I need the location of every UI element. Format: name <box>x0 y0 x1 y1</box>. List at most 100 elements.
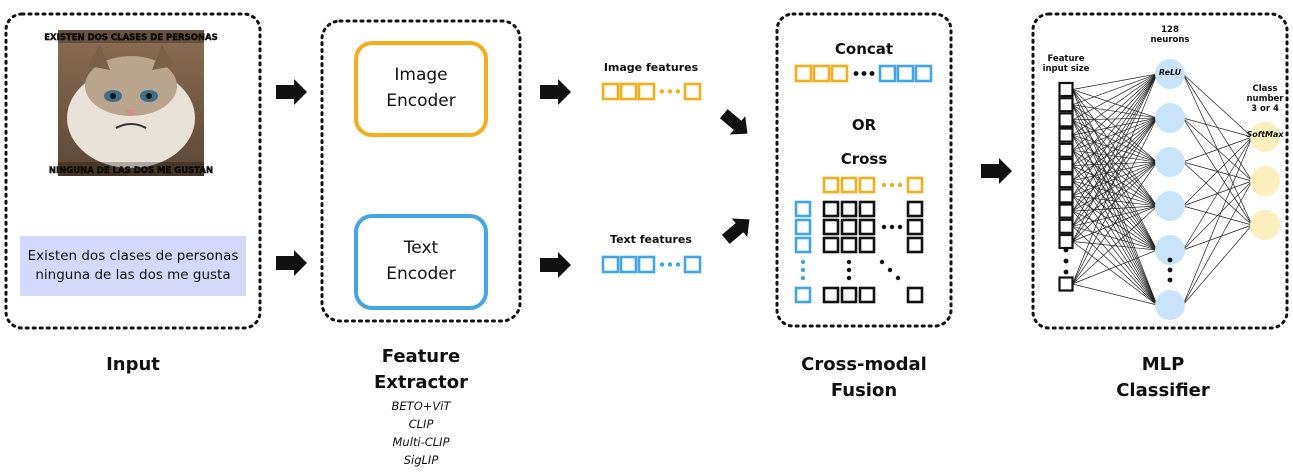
connection-line <box>1072 104 1158 306</box>
ellipsis-dot <box>846 267 852 273</box>
image-encoder: Image Encoder <box>354 41 488 137</box>
connection-line <box>1072 119 1158 251</box>
vector-cell <box>830 64 849 83</box>
mlp-label-line2: Classifier <box>1116 380 1210 401</box>
mlp-network <box>1058 59 1280 320</box>
input-text-box: Existen dos clases de personas ninguna d… <box>20 236 246 296</box>
connection-line <box>1182 180 1253 306</box>
connection-line <box>1072 161 1158 227</box>
matrix-cell <box>840 200 858 218</box>
vector-cell <box>637 255 656 274</box>
fusion-label-line2: Fusion <box>831 380 897 401</box>
input-text-background <box>20 236 246 296</box>
connection-line <box>1072 161 1158 285</box>
input-neuron <box>1058 142 1074 158</box>
matrix-cell <box>858 286 876 304</box>
output-label-line1: Class <box>1252 84 1277 94</box>
hidden-label-line1: 128 <box>1161 25 1179 35</box>
fusion-panel <box>775 12 953 328</box>
vector-cell <box>601 255 620 274</box>
connection-line <box>1072 226 1158 306</box>
connection-line <box>1072 73 1158 181</box>
connection-line <box>1072 117 1158 121</box>
connection-line <box>1072 241 1158 306</box>
connection-line <box>1072 89 1158 251</box>
connection-line <box>1072 161 1158 212</box>
vector-cell <box>822 176 840 194</box>
text-feature-vector <box>601 255 702 274</box>
connection-line <box>1072 73 1158 197</box>
connection-line <box>1182 136 1253 207</box>
ellipsis-dot <box>1167 277 1173 283</box>
hidden-neuron <box>1155 59 1185 89</box>
softmax-label: SoftMax <box>1246 130 1284 139</box>
input-neuron <box>1058 97 1074 113</box>
vector-cell <box>896 64 915 83</box>
ellipsis-dot <box>897 182 903 188</box>
connection-line <box>1072 73 1158 242</box>
ellipsis-dot <box>897 224 903 230</box>
connection-line <box>1072 89 1158 163</box>
input-size-label-line1: Feature <box>1047 54 1084 64</box>
connection-line <box>1072 117 1158 285</box>
vector-cell <box>683 255 702 274</box>
vector-cell <box>840 176 858 194</box>
arrow-encoder-to-text-features <box>540 252 571 278</box>
image-features-label: Image features <box>604 61 699 74</box>
image-encoder-line2: Encoder <box>386 91 456 111</box>
ellipsis-dot <box>889 182 895 188</box>
connection-line <box>1072 205 1158 212</box>
vector-cell <box>858 176 876 194</box>
relu-label: ReLU <box>1159 68 1182 77</box>
input-neuron <box>1058 157 1074 174</box>
vector-cell <box>794 286 812 304</box>
connection-line <box>1072 117 1158 166</box>
input-neuron <box>1058 203 1074 219</box>
matrix-cell <box>858 236 876 254</box>
vector-cell <box>794 218 812 236</box>
arrow-image-to-encoder <box>276 79 307 105</box>
ellipsis-dot <box>869 71 875 76</box>
connection-line <box>1072 73 1158 285</box>
connection-line <box>1072 73 1158 151</box>
input-neuron <box>1058 173 1074 189</box>
connection-line <box>1072 150 1158 251</box>
input-text-line2: ninguna de las dos me gusta <box>35 267 230 283</box>
matrix-cell <box>840 236 858 254</box>
arrow-image-features-to-fusion <box>719 109 748 135</box>
matrix-cell <box>858 200 876 218</box>
connection-line <box>1072 180 1158 207</box>
connection-line <box>1072 117 1158 197</box>
input-neuron <box>1058 188 1074 204</box>
connection-line <box>1072 104 1158 163</box>
matrix-cell <box>822 286 840 304</box>
ellipsis-dot <box>861 71 867 76</box>
input-neuron <box>1058 81 1074 98</box>
ellipsis-dot <box>659 89 665 94</box>
cross-attention-matrix <box>794 176 924 304</box>
model-name: CLIP <box>409 417 434 431</box>
feature-extractor-label-line2: Extractor <box>374 372 468 393</box>
meme-image: EXISTEN DOS CLASES DE PERSONAS NINGUNA D… <box>44 30 218 176</box>
hidden-neuron <box>1155 290 1185 320</box>
output-neuron <box>1250 210 1280 240</box>
mlp-panel <box>1031 12 1289 330</box>
ellipsis-dot <box>675 89 681 94</box>
input-text-line1: Existen dos clases de personas <box>28 248 239 264</box>
connection-line <box>1072 117 1158 181</box>
ellipsis-dot <box>846 275 852 281</box>
connection-line <box>1182 180 1253 251</box>
ellipsis-dot <box>895 275 901 281</box>
vector-cell <box>794 200 812 218</box>
connection-line <box>1072 161 1158 166</box>
ellipsis-dot <box>846 259 852 265</box>
matrix-cell <box>858 218 876 236</box>
connection-line <box>1182 224 1253 251</box>
connection-line <box>1072 73 1158 212</box>
connection-line <box>1072 117 1158 136</box>
matrix-cell <box>822 236 840 254</box>
hidden-neuron <box>1155 103 1185 133</box>
ellipsis-dot <box>667 89 673 94</box>
arrow-encoder-to-image-features <box>540 79 571 105</box>
connection-line <box>1072 165 1158 207</box>
